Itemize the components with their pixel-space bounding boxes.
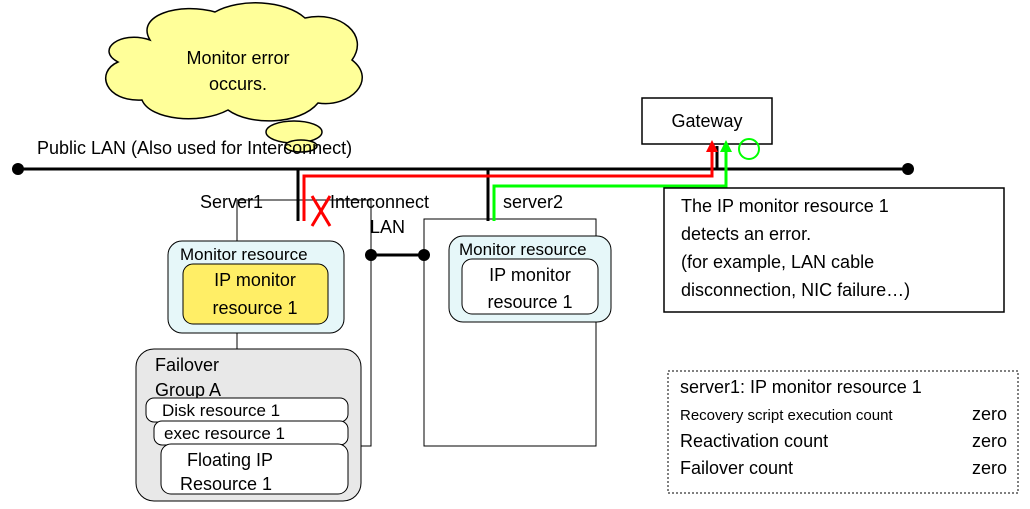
status-title: server1: IP monitor resource 1 [680, 377, 922, 397]
server1-ip-monitor-line-2: resource 1 [212, 298, 297, 318]
status-row-label: Recovery script execution count [680, 407, 893, 424]
interconnect-label-1: Interconnect [330, 192, 429, 212]
callout-line-1: The IP monitor resource 1 [681, 196, 889, 216]
callout-line-2: detects an error. [681, 224, 811, 244]
server2-ip-monitor-line-2: resource 1 [487, 292, 572, 312]
thought-bubble: Monitor error occurs. [105, 2, 363, 153]
server1-ip-monitor-box [182, 263, 329, 325]
status-row-value: zero [972, 404, 1007, 424]
gateway-ok-circle [738, 138, 760, 160]
disk-resource-label: Disk resource 1 [162, 401, 280, 420]
status-row-value: zero [972, 431, 1007, 451]
server2-ip-monitor-box [461, 258, 599, 315]
interconnect-label-2: LAN [370, 217, 405, 237]
bubble-line-2: occurs. [209, 74, 267, 94]
callout-line-3: (for example, LAN cable [681, 252, 874, 272]
gateway-box [641, 97, 773, 145]
bubble-line-1: Monitor error [186, 48, 289, 68]
public-lan-end-left [12, 163, 24, 175]
floating-ip-line-1: Floating IP [187, 450, 273, 470]
status-row-value: zero [972, 458, 1007, 478]
failover-group-title-1: Failover [155, 355, 219, 375]
public-lan-label: Public LAN (Also used for Interconnect) [37, 138, 352, 158]
active-path-arrowhead [720, 140, 732, 152]
active-path-green [492, 150, 728, 221]
error-x-mark [310, 195, 332, 227]
status-panel [667, 370, 1019, 494]
failed-path-arrowhead [706, 140, 718, 152]
failed-path-red [302, 150, 714, 221]
error-callout-box [663, 187, 1005, 313]
floating-ip-resource-box [160, 443, 349, 495]
interconnect-end-right [418, 249, 430, 261]
server1-ip-monitor-line-1: IP monitor [214, 270, 296, 290]
server2-monitor-title: Monitor resource [459, 240, 587, 259]
server1-monitor-title: Monitor resource [180, 245, 308, 264]
bubble-dot-small [284, 139, 318, 153]
status-row-label: Failover count [680, 458, 793, 478]
floating-ip-line-2: Resource 1 [180, 474, 272, 494]
gateway-label: Gateway [671, 111, 742, 131]
interconnect-end-left [365, 249, 377, 261]
server2-ip-monitor-line-1: IP monitor [489, 265, 571, 285]
cloud-shape [105, 2, 363, 122]
exec-resource-label: exec resource 1 [164, 424, 285, 443]
failover-group-title-2: Group A [155, 380, 221, 400]
public-lan-end-right [902, 163, 914, 175]
status-row-label: Reactivation count [680, 431, 828, 451]
server2-label: server2 [503, 192, 563, 212]
callout-line-4: disconnection, NIC failure…) [681, 280, 910, 300]
server1-label: Server1 [200, 192, 263, 212]
